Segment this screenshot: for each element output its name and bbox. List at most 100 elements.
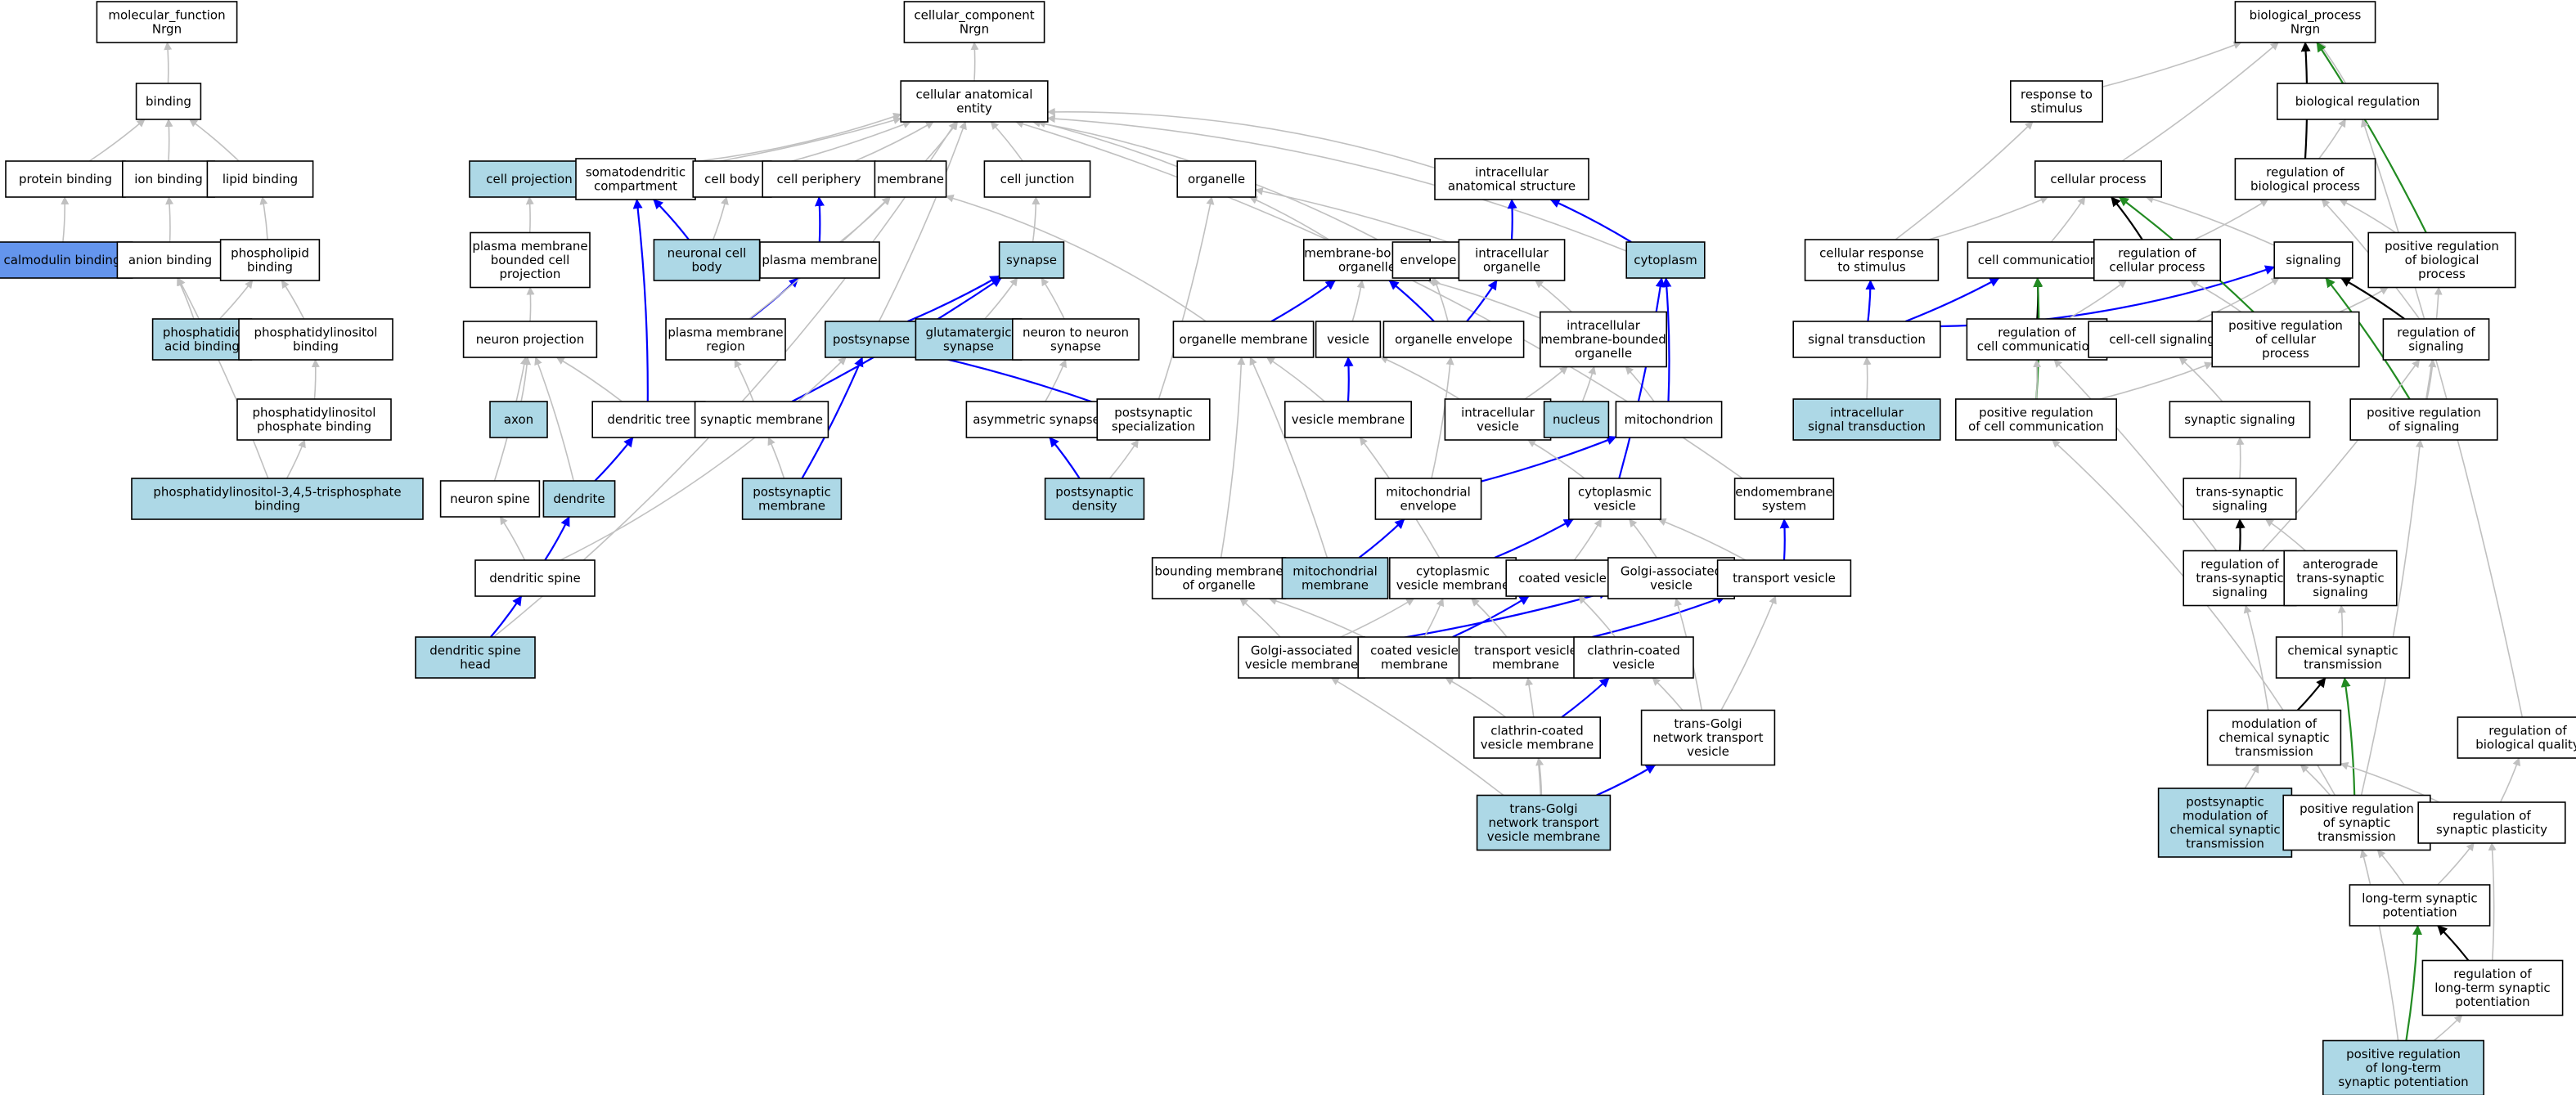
node-asymmetric-synapse[interactable]: asymmetric synapse <box>965 401 1108 438</box>
node-cytoplasm[interactable]: cytoplasm <box>1625 241 1706 279</box>
node-postsynapse[interactable]: postsynapse <box>824 321 918 358</box>
node-cell-periphery[interactable]: cell periphery <box>762 160 876 198</box>
node-dendritic-tree[interactable]: dendritic tree <box>591 401 706 438</box>
node-cellular-process[interactable]: cellular process <box>2034 160 2163 198</box>
node-protein-binding[interactable]: protein binding <box>5 160 126 198</box>
node-organelle-envelope[interactable]: organelle envelope <box>1382 321 1525 358</box>
node-neuron-spine[interactable]: neuron spine <box>439 480 541 518</box>
node-organelle[interactable]: organelle <box>1176 160 1257 198</box>
node-cell-junction[interactable]: cell junction <box>983 160 1091 198</box>
node-neuron-projection[interactable]: neuron projection <box>462 321 598 358</box>
node-cell-projection[interactable]: cell projection <box>469 160 590 198</box>
node-ion-binding[interactable]: ion binding <box>122 160 216 198</box>
node-organelle-membrane[interactable]: organelle membrane <box>1172 321 1315 358</box>
node-cell-communication[interactable]: cell communication <box>1967 241 2109 279</box>
node-calmodulin-binding[interactable]: calmodulin binding <box>0 241 133 279</box>
node-signal-transduction[interactable]: signal transduction <box>1792 321 1941 358</box>
node-signaling[interactable]: signaling <box>2273 241 2353 279</box>
node-transport-vesicle[interactable]: transport vesicle <box>1716 559 1852 597</box>
node-vesicle-membrane[interactable]: vesicle membrane <box>1284 401 1413 438</box>
node-binding[interactable]: binding <box>135 83 202 120</box>
node-biological-regulation[interactable]: biological regulation <box>2277 83 2439 120</box>
node-anion-binding[interactable]: anion binding <box>116 241 224 279</box>
node-envelope[interactable]: envelope <box>1391 241 1465 279</box>
node-membrane[interactable]: membrane <box>874 160 947 198</box>
node-cell-cell-signaling[interactable]: cell-cell signaling <box>2088 321 2237 358</box>
node-cell-body[interactable]: cell body <box>692 160 772 198</box>
node-axon[interactable]: axon <box>489 401 548 438</box>
node-synaptic-membrane[interactable]: synaptic membrane <box>694 401 829 438</box>
node-plasma-membrane[interactable]: plasma membrane <box>759 241 880 279</box>
node-synaptic-signaling[interactable]: synaptic signaling <box>2169 401 2311 438</box>
node-coated-vesicle[interactable]: coated vesicle <box>1505 559 1620 597</box>
node-mitochondrion[interactable]: mitochondrion <box>1615 401 1723 438</box>
node-vesicle[interactable]: vesicle <box>1315 321 1382 358</box>
node-pip3-binding[interactable]: phosphatidylinositol-3,4,5-trisphosphate… <box>131 478 424 520</box>
node-dendritic-spine[interactable]: dendritic spine <box>474 559 596 597</box>
node-synapse[interactable]: synapse <box>998 241 1065 279</box>
node-dendrite[interactable]: dendrite <box>542 480 616 518</box>
node-nucleus[interactable]: nucleus <box>1543 401 1610 438</box>
node-lipid-binding[interactable]: lipid binding <box>206 160 314 198</box>
